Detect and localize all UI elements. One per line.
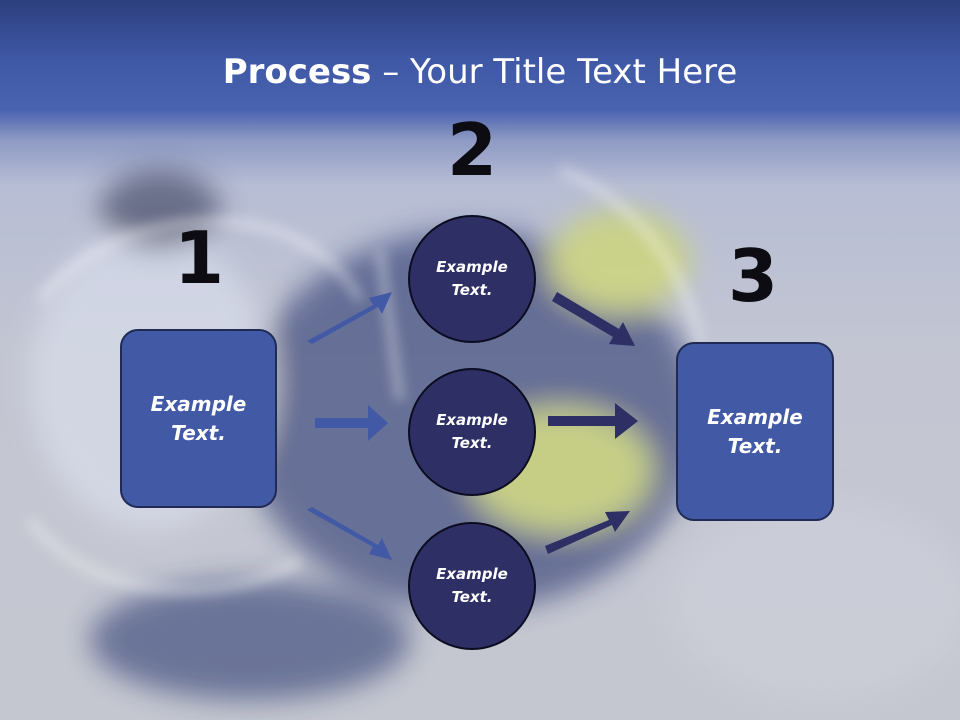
step-number-3: 3: [727, 234, 779, 318]
step-number-1: 1: [173, 216, 225, 300]
step-2-label-middle: Example Text.: [436, 411, 508, 452]
arrow-1-to-middle-icon: [315, 405, 388, 441]
step-2-circle-bottom: Example Text.: [408, 522, 536, 650]
step-2-circle-top: Example Text.: [408, 215, 536, 343]
arrow-bottom-to-3-icon: [545, 511, 630, 554]
arrow-middle-to-3-icon: [548, 403, 638, 439]
arrow-top-to-3-icon: [552, 292, 635, 346]
step-3-box: Example Text.: [676, 342, 834, 521]
step-2-label-top: Example Text.: [436, 258, 508, 299]
step-3-label: Example Text.: [707, 404, 803, 458]
step-1-label: Example Text.: [150, 391, 247, 445]
step-number-2: 2: [446, 108, 498, 192]
arrow-1-to-bottom-icon: [307, 507, 392, 560]
arrow-1-to-top-icon: [307, 292, 392, 344]
step-2-circle-middle: Example Text.: [408, 368, 536, 496]
step-1-box: Example Text.: [120, 329, 277, 508]
slide-title: Process – Your Title Text Here: [0, 52, 960, 92]
title-bold: Process: [222, 52, 372, 92]
step-2-label-bottom: Example Text.: [436, 565, 508, 606]
title-rest: – Your Title Text Here: [371, 52, 738, 92]
